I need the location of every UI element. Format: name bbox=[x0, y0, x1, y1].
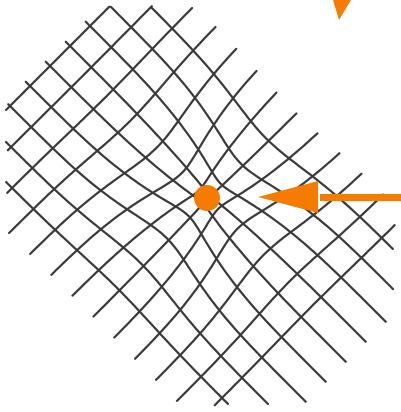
arrow-shaft bbox=[320, 194, 401, 201]
grid-line-ascending bbox=[30, 49, 236, 254]
orange-wedge-mark bbox=[333, 0, 351, 20]
grid-line-ascending bbox=[156, 174, 361, 380]
grid-line-ascending bbox=[6, 7, 109, 110]
grid-line-ascending bbox=[177, 195, 383, 401]
grid-line-descending bbox=[151, 7, 393, 249]
grid-line-ascending bbox=[8, 6, 152, 150]
grid-line-ascending bbox=[73, 93, 277, 296]
focus-point-dot bbox=[194, 185, 220, 211]
pointing-arrow bbox=[258, 181, 401, 213]
